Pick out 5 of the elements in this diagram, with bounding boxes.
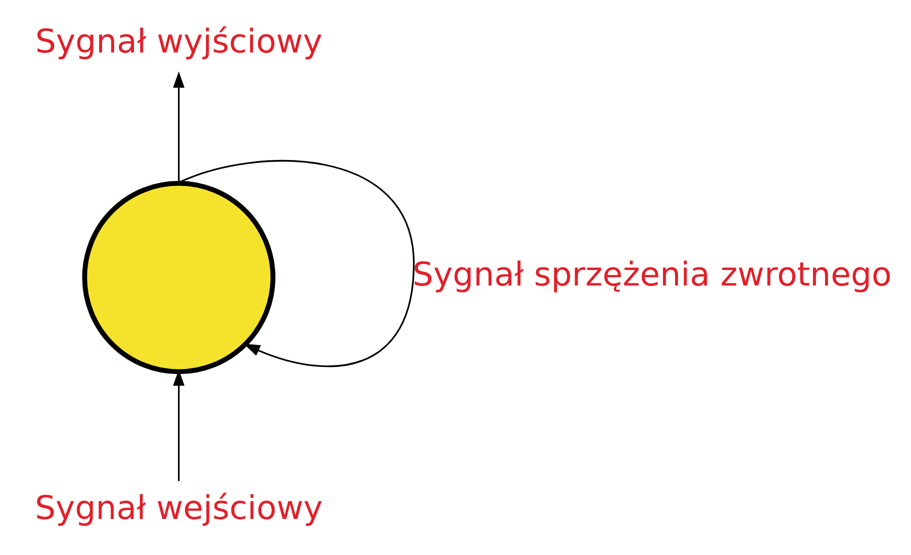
- arrow: [172, 71, 184, 183]
- node-text: Sygnał wejściowy: [34, 489, 322, 528]
- node-text: Sygnał wyjściowy: [34, 22, 322, 60]
- edge-label: Sygnał sprzężenia zwrotnego: [412, 256, 892, 294]
- node-circle: [82, 180, 275, 374]
